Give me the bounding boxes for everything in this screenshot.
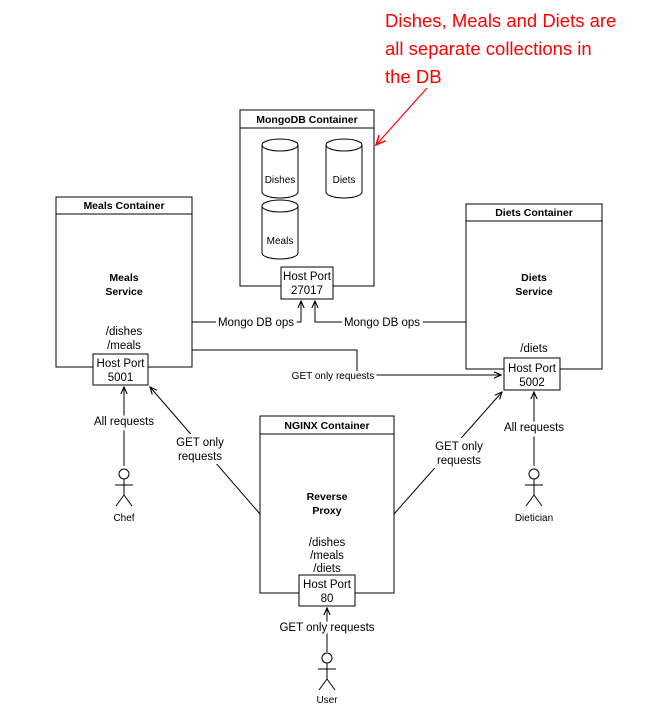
diets-route-diets: /diets <box>520 343 548 355</box>
meals-collection-label: Meals <box>267 236 294 247</box>
annotation-line-2: all separate collections in <box>385 38 592 59</box>
dietician-actor: All requests Dietician <box>501 392 567 524</box>
dietician-stick-figure-icon <box>525 468 543 507</box>
user-get-only-label: GET only requests <box>279 622 374 634</box>
diets-service-line-2: Service <box>515 286 553 298</box>
mongodb-container: MongoDB Container Dishes Diets Meals Hos… <box>239 109 375 300</box>
meals-to-diets-label: GET only requests <box>292 371 375 382</box>
nginx-to-diets-label-1: GET only <box>435 441 483 453</box>
mongodb-host-port-label: Host Port <box>283 271 332 283</box>
nginx-host-port-box <box>298 574 356 607</box>
meals-to-diets-edge: GET only requests <box>192 349 501 385</box>
nginx-route-diets: /diets <box>313 563 341 575</box>
diets-collection-label: Diets <box>333 175 356 186</box>
nginx-route-dishes: /dishes <box>309 537 346 549</box>
meals-service-line-1: Meals <box>109 272 138 284</box>
chef-all-requests-label: All requests <box>94 416 154 428</box>
dietician-label: Dietician <box>515 513 553 524</box>
mongodb-container-title: MongoDB Container <box>256 114 358 126</box>
nginx-host-port-label: Host Port <box>303 579 352 591</box>
meals-host-port-label: Host Port <box>97 358 146 370</box>
diets-host-port-label: Host Port <box>508 363 557 375</box>
nginx-to-diets-label-bg <box>430 438 488 468</box>
diets-service-line-1: Diets <box>521 272 547 284</box>
mongodb-host-port-number: 27017 <box>291 285 323 297</box>
meals-to-diets-connector <box>192 349 501 375</box>
meals-collection-icon: Meals <box>261 199 299 260</box>
annotation-note: Dishes, Meals and Diets are all separate… <box>376 10 616 145</box>
nginx-service-line-1: Reverse <box>307 491 348 503</box>
nginx-container-title: NGINX Container <box>284 420 369 432</box>
meals-to-mongo-edge <box>192 301 301 323</box>
meals-route-dishes: /dishes <box>106 326 143 338</box>
user-stick-figure-icon <box>318 652 336 691</box>
dishes-collection-icon: Dishes <box>261 138 299 199</box>
nginx-to-meals-label-2: requests <box>178 451 222 463</box>
meals-host-port-box <box>92 353 149 386</box>
nginx-host-port-number: 80 <box>321 593 334 605</box>
annotation-line-1: Dishes, Meals and Diets are <box>385 10 616 31</box>
nginx-to-diets-label-2: requests <box>437 455 481 467</box>
meals-container: Meals Container Meals Service /dishes /m… <box>55 196 193 386</box>
chef-stick-figure-icon <box>115 468 133 507</box>
mongo-ops-edges: Mongo DB ops Mongo DB ops <box>192 301 466 332</box>
diets-to-mongo-edge <box>315 301 466 323</box>
annotation-arrow <box>376 87 428 145</box>
meals-container-title: Meals Container <box>83 200 164 212</box>
user-actor: GET only requests User <box>276 608 378 706</box>
dishes-collection-label: Dishes <box>265 175 296 186</box>
dietician-all-requests-label: All requests <box>504 422 564 434</box>
nginx-forward-edges: GET only requests GET only requests <box>150 387 502 515</box>
mongo-ops-left-label: Mongo DB ops <box>218 317 294 329</box>
mongodb-host-port-box <box>280 266 334 300</box>
diets-collection-icon: Diets <box>325 138 363 199</box>
diets-container-title: Diets Container <box>495 207 573 219</box>
chef-actor: All requests Chef <box>91 387 157 524</box>
meals-service-line-2: Service <box>105 286 143 298</box>
chef-label: Chef <box>113 513 134 524</box>
mongo-ops-right-label: Mongo DB ops <box>344 317 420 329</box>
nginx-route-meals: /meals <box>310 550 344 562</box>
user-label: User <box>316 695 338 706</box>
meals-container-box <box>55 196 193 368</box>
diets-container: Diets Container Diets Service /diets Hos… <box>465 203 603 391</box>
diets-host-port-number: 5002 <box>519 377 545 389</box>
diets-container-box <box>465 203 603 370</box>
mongodb-container-box <box>239 109 375 287</box>
nginx-container: NGINX Container Reverse Proxy /dishes /m… <box>259 415 395 607</box>
nginx-to-meals-label-1: GET only <box>176 437 224 449</box>
meals-host-port-number: 5001 <box>108 372 134 384</box>
nginx-to-meals-label-bg <box>172 434 228 464</box>
meals-route-meals: /meals <box>107 340 141 352</box>
nginx-service-line-2: Proxy <box>312 505 341 517</box>
diets-host-port-box <box>503 357 561 391</box>
annotation-line-3: the DB <box>385 66 442 87</box>
